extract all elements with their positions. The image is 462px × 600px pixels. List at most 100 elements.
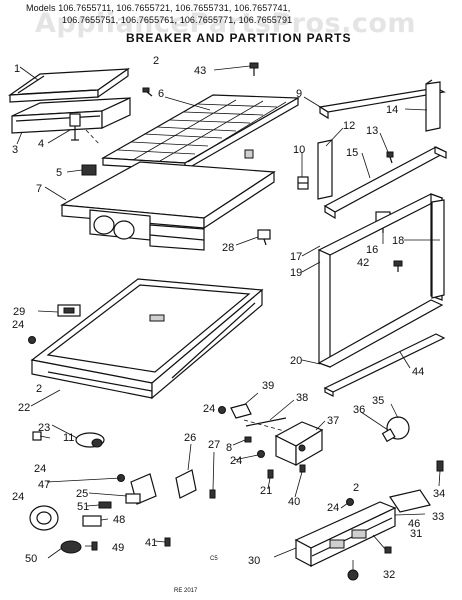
callout-32: 32 (383, 569, 395, 581)
callout-49: 49 (112, 542, 124, 554)
callout-5: 5 (56, 167, 62, 179)
callout-22: 22 (18, 402, 30, 414)
part-44-rail (323, 333, 446, 397)
callout-24-a: 24 (12, 319, 24, 331)
callout-50: 50 (25, 553, 37, 565)
callout-26: 26 (184, 432, 196, 444)
part-34-clip (436, 460, 444, 472)
callout-16: 16 (366, 244, 378, 256)
part-51-clip (98, 501, 112, 509)
part-31-screw (384, 546, 392, 554)
part-10-latch (297, 176, 309, 190)
callout-25: 25 (76, 488, 88, 500)
callout-7: 7 (36, 183, 42, 195)
callout-17: 17 (290, 251, 302, 263)
part-12-side-post (317, 139, 333, 200)
callout-10: 10 (293, 144, 305, 156)
callout-36: 36 (353, 404, 365, 416)
part-38-capillary (245, 417, 287, 427)
part-1-breaker-strip (7, 67, 131, 103)
part-39-bracket (230, 403, 252, 419)
callout-33: 33 (432, 511, 444, 523)
part-4-clip (69, 113, 81, 141)
callout-38: 38 (296, 392, 308, 404)
part-46-pad (389, 489, 431, 513)
callout-24-e: 24 (12, 491, 24, 503)
part-50-fan (60, 540, 82, 554)
callout-29: 29 (13, 306, 25, 318)
part-42-screw (393, 260, 403, 272)
part-33-cover (294, 501, 397, 567)
callout-labels: 1 2 3 4 5 6 7 8 9 10 11 12 13 14 15 16 1… (12, 55, 445, 581)
callout-27: 27 (208, 439, 220, 451)
part-26-switch (175, 469, 197, 499)
leader-lines (16, 65, 441, 570)
callout-34: 34 (433, 488, 445, 500)
callout-2-b: 2 (36, 383, 42, 395)
drawing-code: RE 2017 (174, 588, 198, 594)
callout-30: 30 (248, 555, 260, 567)
part-40-screw (299, 464, 306, 473)
callout-40: 40 (288, 496, 300, 508)
callout-2: 2 (153, 55, 159, 67)
callout-6: 6 (158, 88, 164, 100)
diagram-title: BREAKER AND PARTITION PARTS (126, 31, 352, 45)
callout-44: 44 (412, 366, 424, 378)
callout-4: 4 (38, 138, 44, 150)
part-6-grille (100, 94, 301, 179)
callout-20: 20 (290, 355, 302, 367)
center-mark: C5 (210, 556, 218, 562)
part-48-bracket (82, 515, 102, 527)
part-27-screw (209, 489, 216, 499)
callout-19: 19 (290, 267, 302, 279)
part-41-screw (164, 537, 171, 547)
part-35-bulb (381, 416, 410, 443)
callout-2-c: 2 (353, 482, 359, 494)
callout-24-c: 24 (230, 455, 242, 467)
callout-28: 28 (222, 242, 234, 254)
callout-31: 31 (410, 528, 422, 540)
part-8-screw (244, 436, 252, 443)
callout-12: 12 (343, 120, 355, 132)
callout-24-b: 24 (203, 403, 215, 415)
callout-47: 47 (38, 479, 50, 491)
callout-37: 37 (327, 415, 339, 427)
callout-41: 41 (145, 537, 157, 549)
callout-43: 43 (194, 65, 206, 77)
part-37-control-housing (274, 421, 324, 467)
callout-13: 13 (366, 125, 378, 137)
part-25-bracket (125, 473, 157, 505)
models-line-1: Models 106.7655711, 106.7655721, 106.765… (26, 3, 291, 13)
callout-9: 9 (296, 88, 302, 100)
part-28-bracket (257, 229, 271, 246)
callout-18: 18 (392, 235, 404, 247)
part-29-pad (57, 304, 81, 317)
callout-8: 8 (226, 442, 232, 454)
watermark: AppliancePartsPros.com (35, 8, 417, 39)
callout-39: 39 (262, 380, 274, 392)
part-14-side-post (425, 79, 441, 132)
callout-21: 21 (260, 485, 272, 497)
callout-51: 51 (77, 501, 89, 513)
part-7-tray (59, 161, 276, 251)
callout-14: 14 (386, 104, 398, 116)
part-32-knob (347, 569, 359, 581)
models-line-2: 106.7655751, 106.7655761, 106.7655771, 1… (62, 15, 293, 25)
callout-42: 42 (357, 257, 369, 269)
part-24-nut (28, 336, 36, 344)
callout-11: 11 (63, 432, 74, 444)
part-43-screw (249, 62, 259, 76)
part-47-shroud (29, 505, 59, 531)
part-22-partition-panel (30, 278, 264, 400)
part-24-nut-b (218, 406, 265, 458)
part-21-screw (267, 469, 274, 479)
callout-48: 48 (113, 514, 125, 526)
part-9-top-partition (318, 87, 446, 120)
part-13-screw (386, 151, 394, 164)
part-2-screw (142, 87, 153, 97)
callout-15: 15 (346, 147, 358, 159)
callout-24-d: 24 (34, 463, 46, 475)
part-49-screw (91, 541, 98, 551)
